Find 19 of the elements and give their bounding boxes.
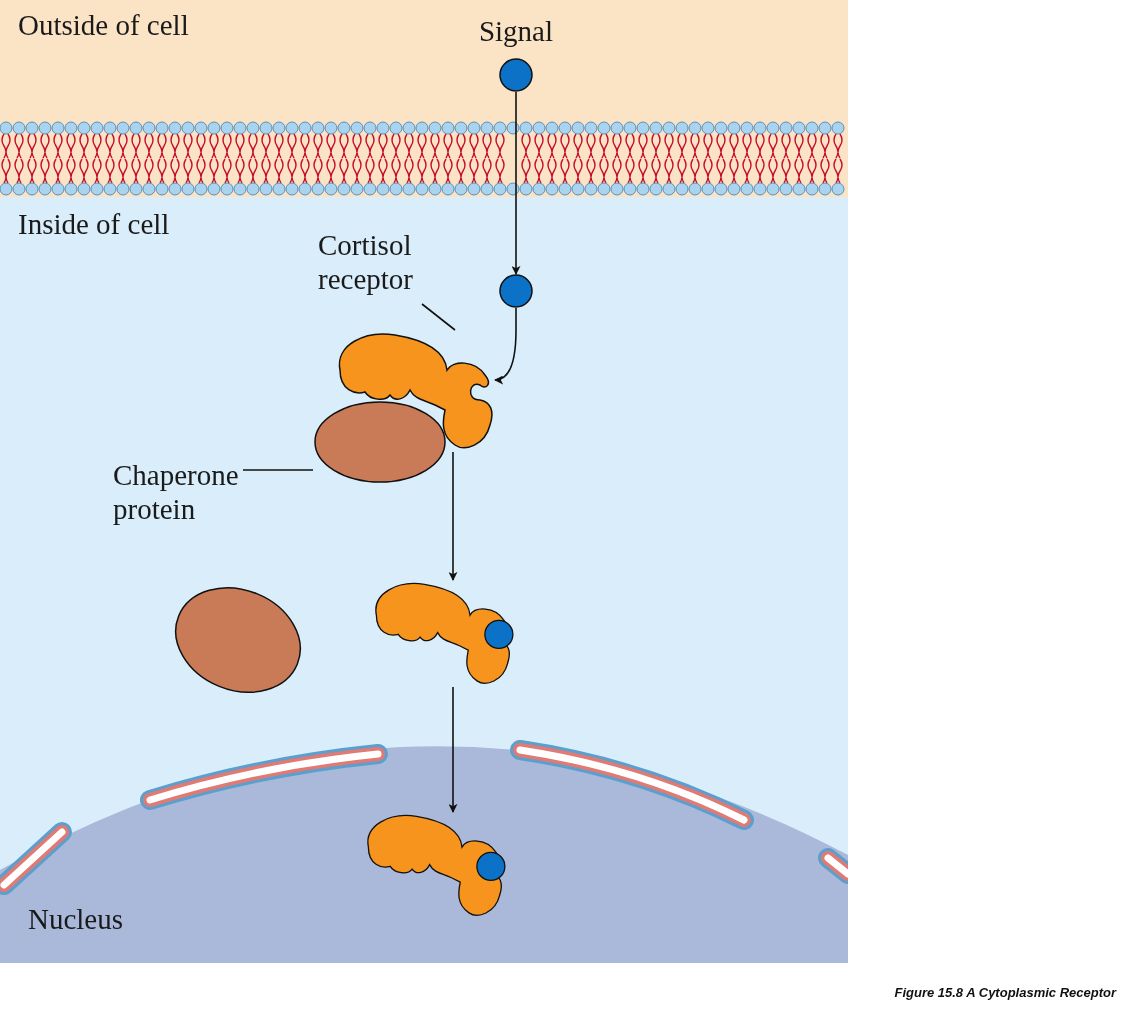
cytoplasm-region: [0, 197, 848, 963]
signal-molecule: [499, 274, 533, 308]
chaperone-label: Chaperone protein: [113, 458, 243, 538]
region-label: Outside of cell: [18, 8, 189, 42]
arrow: [448, 686, 458, 813]
leader-line: [421, 303, 456, 331]
figure-caption: Figure 15.8 A Cytoplasmic Receptor: [894, 984, 1116, 1002]
arrow: [511, 91, 521, 275]
arrow: [494, 307, 517, 384]
signal-label: Signal: [477, 14, 555, 48]
arrow: [448, 451, 458, 581]
receptor-label: Cortisol receptor: [318, 228, 422, 304]
leader-line: [242, 469, 314, 471]
region-label: Inside of cell: [18, 207, 170, 241]
region-label: Nucleus: [28, 902, 124, 936]
receptor-complex-drawing: [364, 812, 504, 919]
chaperone-protein: [313, 400, 447, 484]
receptor-complex-drawing: [372, 580, 512, 687]
chaperone-protein: [172, 588, 304, 692]
